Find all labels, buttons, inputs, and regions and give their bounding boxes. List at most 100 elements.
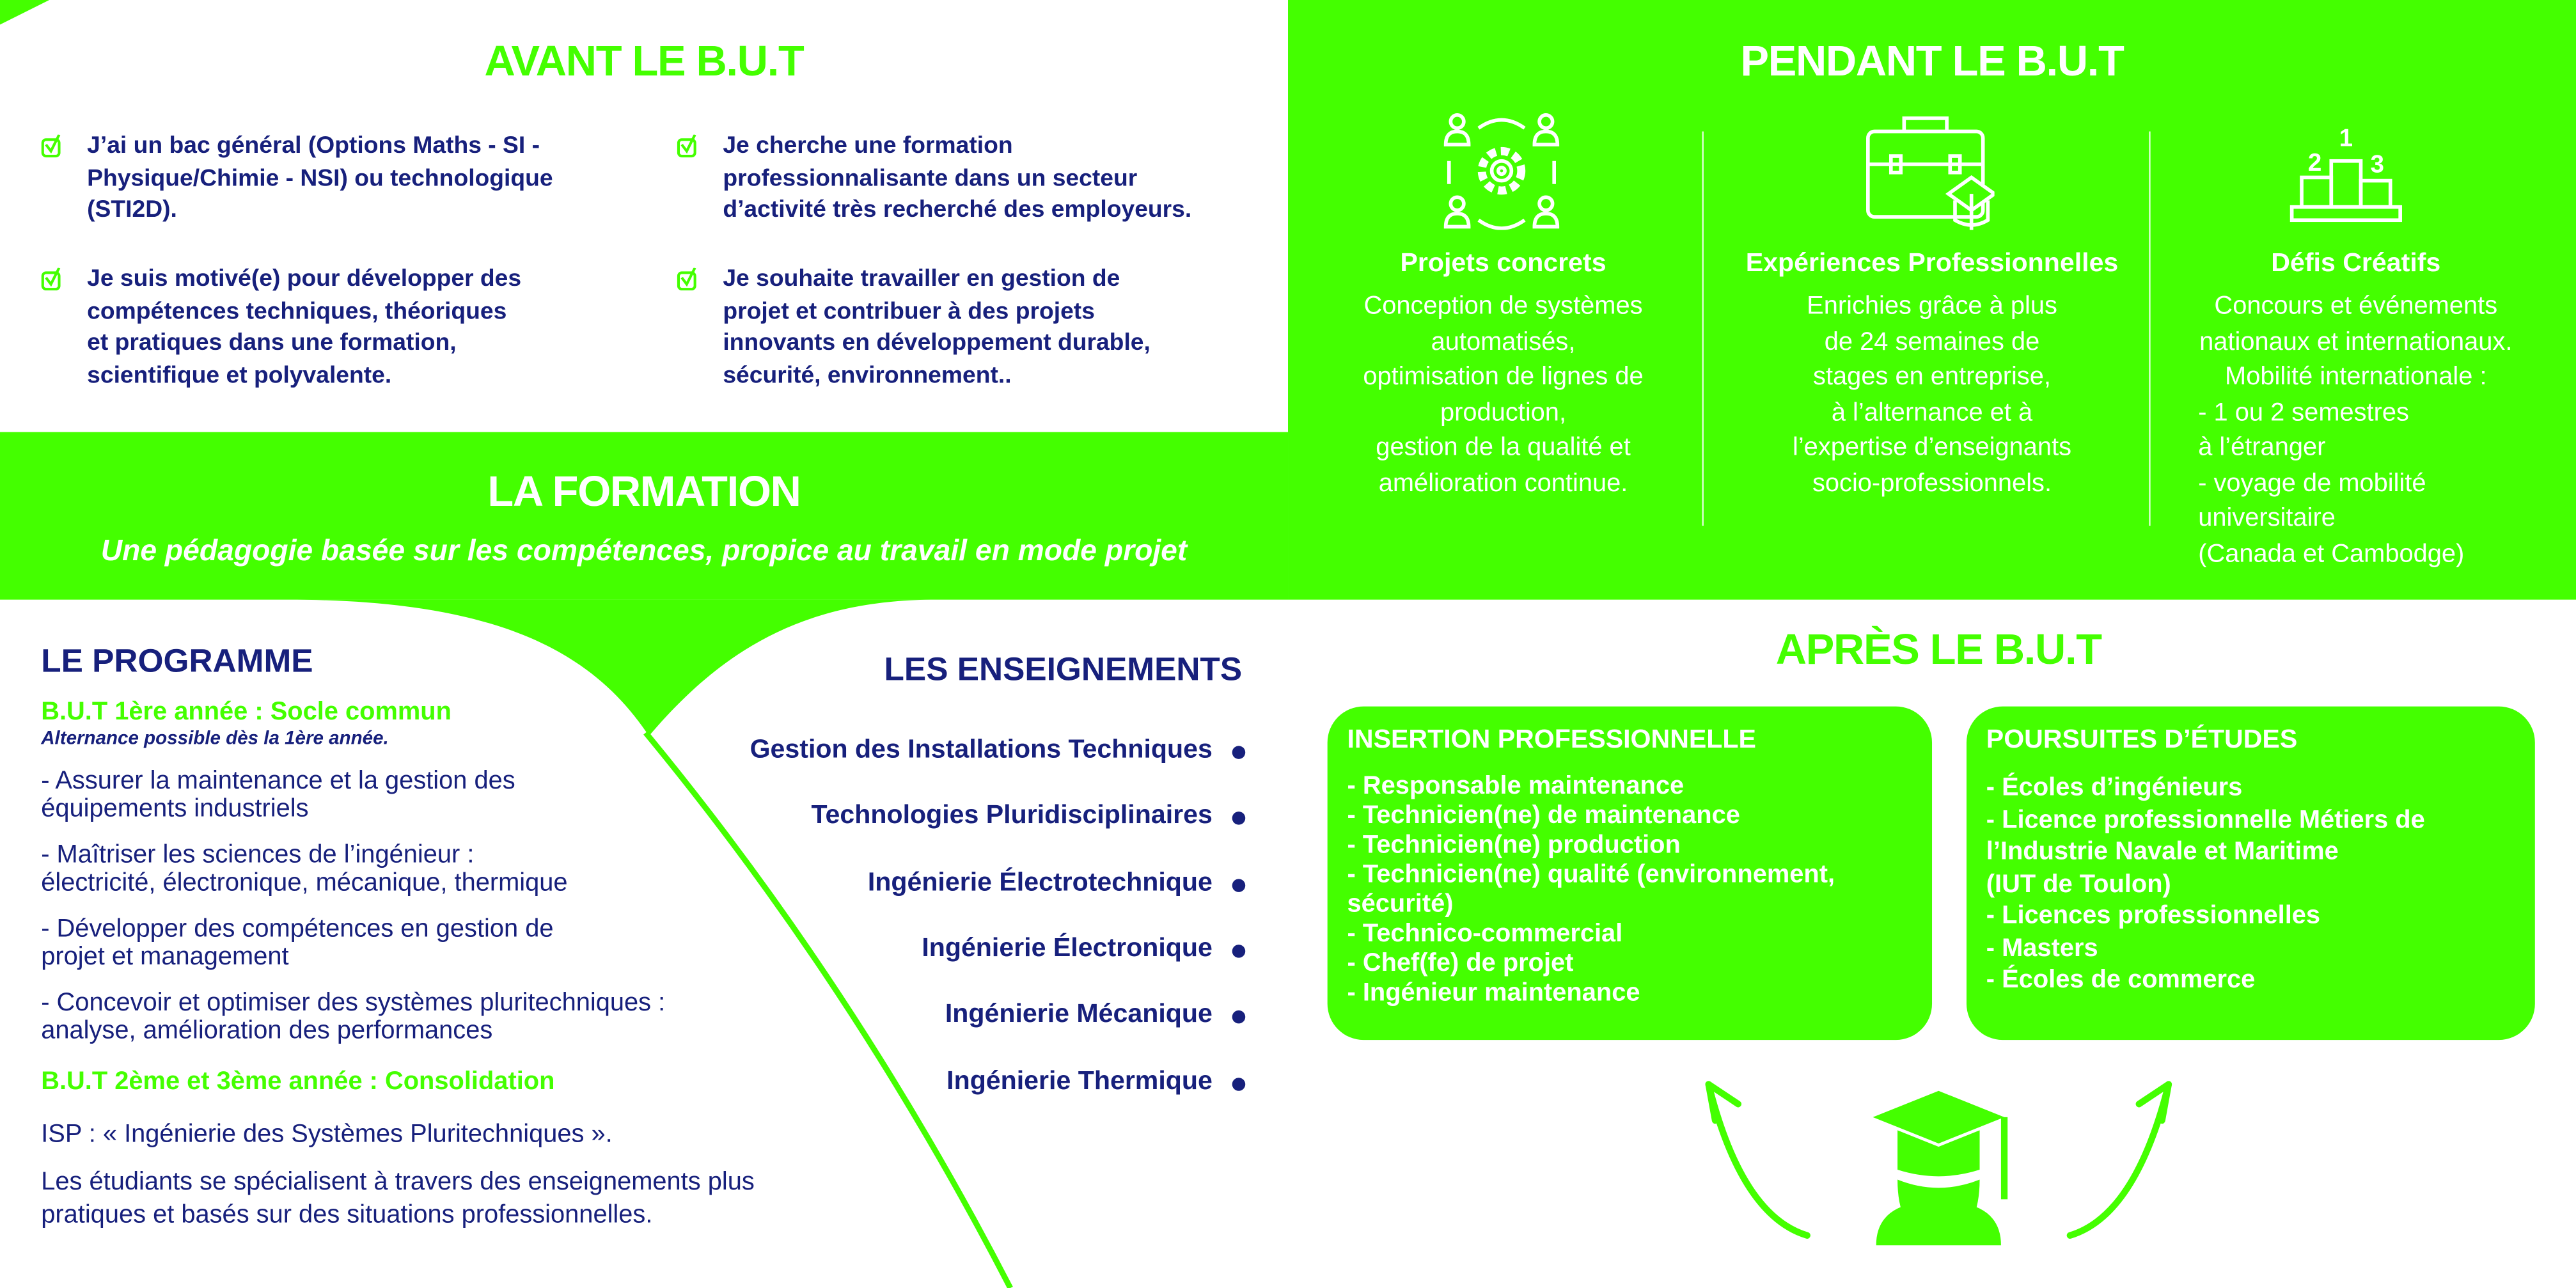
formation-title: LA FORMATION [487, 466, 801, 516]
text-line: - Écoles d’ingénieurs [1986, 773, 2243, 802]
text-line: à l’étranger [2198, 434, 2326, 462]
enseignement-item: Ingénierie Électronique [922, 934, 1213, 963]
enseignement-item: Ingénierie Électrotechnique [867, 868, 1213, 897]
text-line: Physique/Chimie - NSI) ou technologique [87, 165, 553, 192]
enseignement-item: Technologies Pluridisciplinaires [811, 802, 1213, 831]
programme-item: - Concevoir et optimiser des systèmes pl… [41, 989, 961, 1045]
text-line: optimisation de lignes de [1363, 363, 1644, 391]
text-line: professionnalisante dans un secteur [723, 165, 1138, 192]
text-line: stages en entreprise, [1813, 363, 2051, 391]
text-line: - Ingénieur maintenance [1347, 979, 1640, 1007]
avant-item-text: Je cherche une formation professionnalisa… [723, 132, 1191, 228]
text-line: pratiques et basés sur des situations pr… [41, 1200, 653, 1229]
text-line: - Assurer la maintenance et la gestion d… [41, 767, 515, 796]
text-line: Je souhaite travailler en gestion de [723, 266, 1120, 293]
text-line: (IUT de Toulon) [1986, 870, 2171, 898]
year1-heading: B.U.T 1ère année : Socle commun [41, 698, 452, 726]
bullet-icon [1232, 812, 1246, 826]
poursuites-list: - Écoles d’ingénieurs - Licence professio… [1986, 772, 2515, 996]
pendant-column-projets: Projets concrets Conception de systèmes a… [1306, 246, 1700, 501]
text-line: - Masters [1986, 934, 2098, 962]
text-line: Enrichies grâce à plus [1807, 292, 2057, 320]
text-line: - Technicien(ne) qualité (environnement, [1347, 861, 1835, 889]
programme-item: - Assurer la maintenance et la gestion d… [41, 767, 961, 823]
formation-band-bg [0, 432, 1289, 600]
text-line: - Responsable maintenance [1347, 772, 1685, 801]
text-line: automatisés, [1431, 327, 1576, 356]
graduate-arrows-icon [1705, 1081, 2172, 1246]
programme-item: - Maîtriser les sciences de l’ingénieur … [41, 841, 961, 897]
pendant-title: PENDANT LE B.U.T [1740, 36, 2124, 86]
team-gear-icon [1443, 113, 1560, 230]
text-line: l’Industrie Navale et Maritime [1986, 838, 2339, 866]
avant-title: AVANT LE B.U.T [484, 36, 805, 86]
column-divider [1702, 131, 1704, 526]
column-body: Conception de systèmes automatisés, optimi… [1306, 289, 1700, 501]
bullet-icon [1232, 878, 1246, 891]
programme-title: LE PROGRAMME [41, 644, 313, 680]
text-line: - Chef(fe) de projet [1347, 949, 1574, 978]
text-line: électricité, électronique, mécanique, th… [41, 868, 568, 897]
checkbox-icon [41, 134, 61, 158]
arrow-right-icon [2066, 1081, 2172, 1239]
podium-icon: 1 2 3 [2289, 125, 2402, 223]
text-line: de 24 semaines de [1824, 327, 2040, 356]
enseignements-title: LES ENSEIGNEMENTS [884, 652, 1243, 689]
briefcase-graduation-icon [1866, 116, 1995, 230]
checkbox-icon [41, 267, 61, 291]
column-title: Projets concrets [1400, 249, 1606, 278]
column-title: Défis Créatifs [2271, 249, 2441, 278]
text-line: analyse, amélioration des performances [41, 1016, 493, 1044]
text-line: projet et contribuer à des projets [723, 298, 1095, 325]
checkbox-icon [677, 267, 696, 291]
text-line: Je cherche une formation [723, 133, 1013, 160]
text-line: - Maîtriser les sciences de l’ingénieur … [41, 841, 475, 869]
text-line: - Licence professionnelle Métiers de [1986, 806, 2425, 834]
alternance-note: Alternance possible dès la 1ère année. [41, 729, 389, 750]
column-body: Enrichies grâce à plus de 24 semaines de s… [1718, 289, 2146, 501]
graduate-icon [1873, 1090, 2008, 1246]
insertion-title: INSERTION PROFESSIONNELLE [1347, 726, 1756, 755]
text-line: équipements industriels [41, 794, 309, 822]
text-line: Concours et événements [2214, 292, 2498, 320]
text-line: - 1 ou 2 semestres [2198, 398, 2409, 427]
text-line: Conception de systèmes [1363, 292, 1643, 320]
text-line: d’activité très recherché des employeurs… [723, 197, 1192, 224]
podium-first: 1 [2339, 125, 2353, 152]
text-line: projet et management [41, 942, 289, 970]
text-line: nationaux et internationaux. [2199, 327, 2513, 356]
specialise-text: Les étudiants se spécialisent à travers … [41, 1166, 961, 1232]
enseignement-item: Gestion des Installations Techniques [750, 735, 1213, 764]
poursuites-title: POURSUITES D’ÉTUDES [1986, 726, 2298, 755]
podium-third: 3 [2370, 151, 2384, 178]
text-line: Les étudiants se spécialisent à travers … [41, 1168, 755, 1197]
text-line: à l’alternance et à [1831, 398, 2033, 427]
enseignement-item: Ingénierie Thermique [946, 1067, 1213, 1096]
enseignement-item: Ingénierie Mécanique [945, 1000, 1213, 1029]
text-line: - Licences professionnelles [1986, 902, 2321, 930]
formation-wedge [287, 599, 937, 736]
text-line: - Concevoir et optimiser des systèmes pl… [41, 989, 666, 1017]
isp-line: ISP : « Ingénierie des Systèmes Pluritec… [41, 1120, 613, 1149]
year23-heading: B.U.T 2ème et 3ème année : Consolidation [41, 1067, 555, 1096]
apres-title: APRÈS LE B.U.T [1775, 624, 2102, 674]
programme-section: LE PROGRAMME B.U.T 1ère année : Socle co… [41, 644, 961, 1232]
column-title: Expériences Professionnelles [1745, 249, 2119, 278]
bullet-icon [1232, 746, 1246, 759]
avant-item-text: J’ai un bac général (Options Maths - SI … [87, 132, 553, 228]
text-line: - Technicien(ne) de maintenance [1347, 801, 1740, 830]
text-line: et pratiques dans une formation, [87, 330, 457, 357]
text-line: - Développer des compétences en gestion … [41, 915, 554, 943]
text-line: Mobilité internationale : [2225, 363, 2487, 391]
insertion-box: INSERTION PROFESSIONNELLE - Responsable … [1327, 706, 1933, 1041]
text-line: (Canada et Cambodge) [2198, 539, 2465, 568]
text-line: sécurité) [1347, 890, 1454, 919]
column-divider [2149, 131, 2151, 526]
podium-second: 2 [2308, 149, 2321, 177]
text-line: production, [1440, 398, 1567, 427]
bullet-icon [1232, 944, 1246, 958]
pendant-panel-bg [1288, 0, 2576, 600]
checkbox-icon [677, 134, 696, 158]
